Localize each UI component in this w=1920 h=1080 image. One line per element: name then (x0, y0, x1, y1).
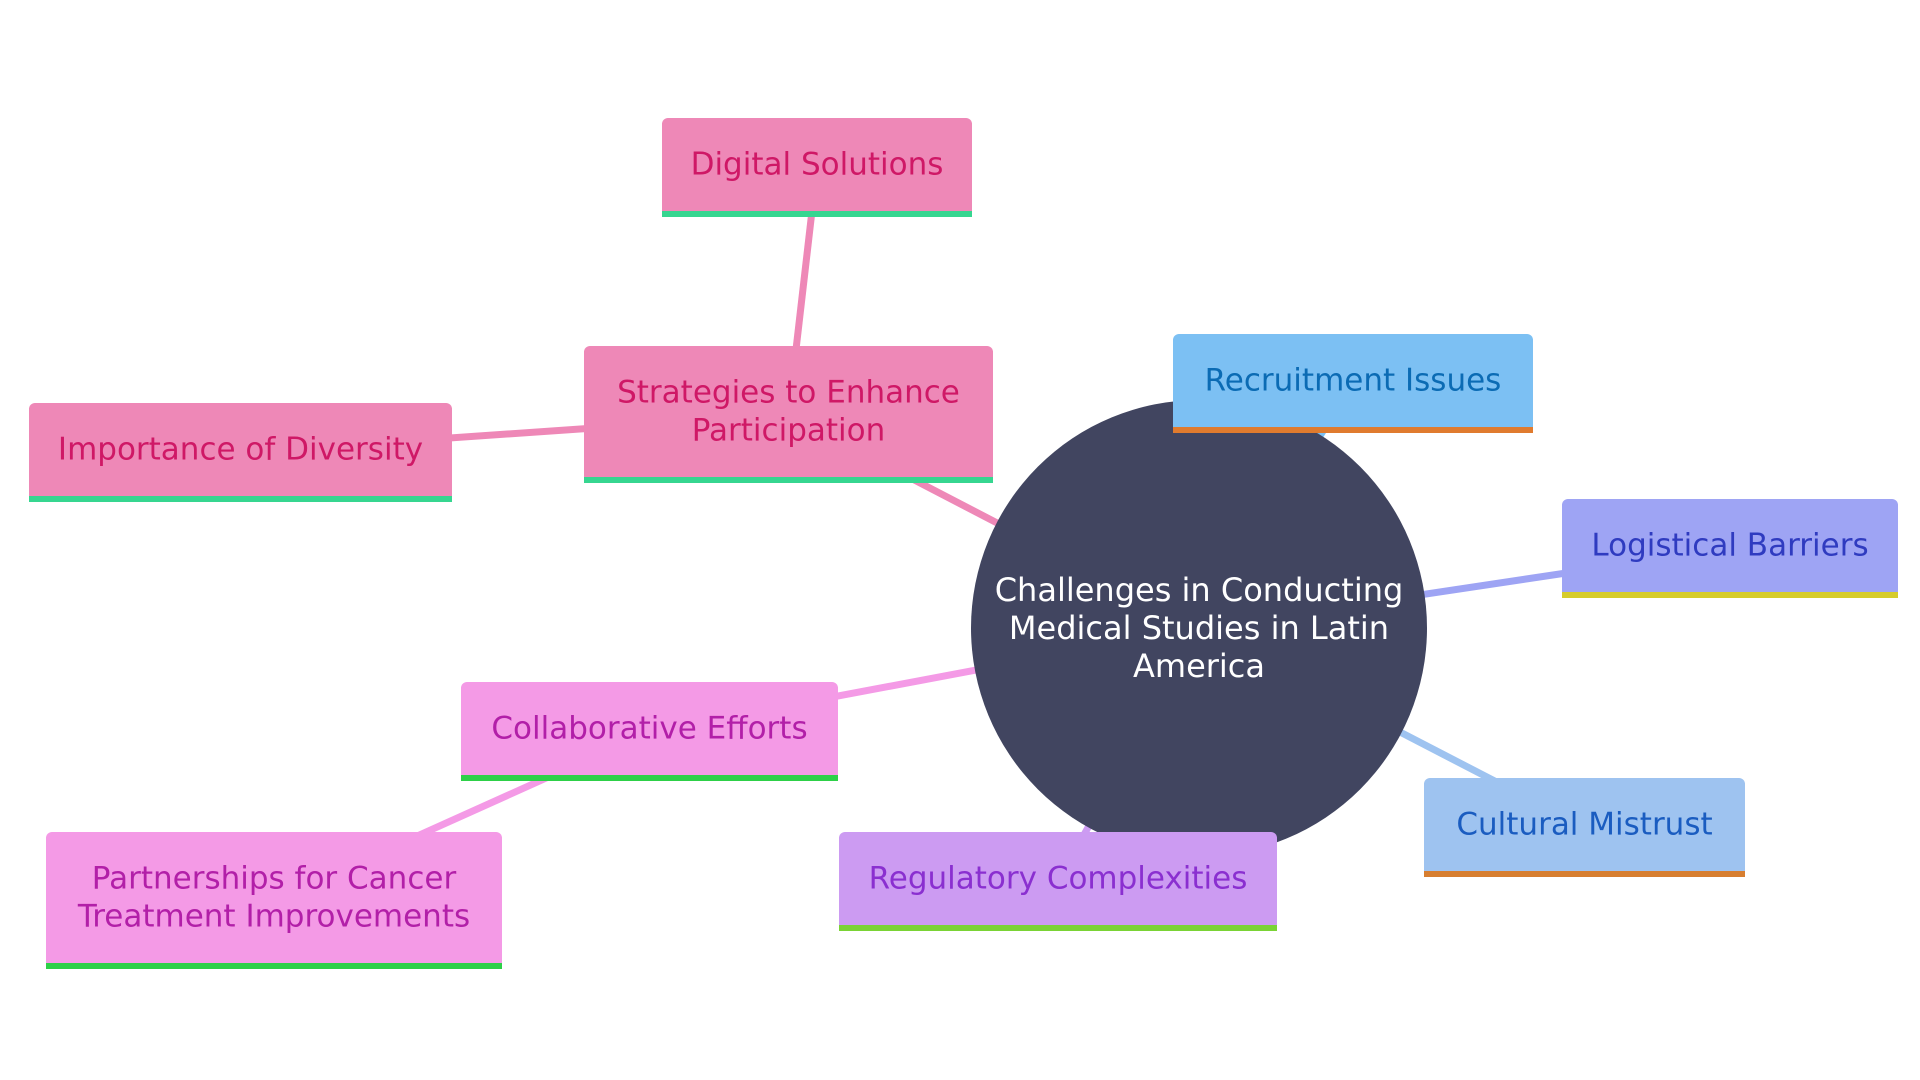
node-underline (839, 925, 1277, 931)
node-cultural-mistrust[interactable]: Cultural Mistrust (1424, 778, 1745, 877)
node-underline (662, 211, 972, 217)
node-importance-of-diversity[interactable]: Importance of Diversity (29, 403, 452, 502)
node-collaborative-efforts[interactable]: Collaborative Efforts (461, 682, 838, 781)
node-box (1424, 778, 1745, 877)
node-label-line: Importance of Diversity (58, 432, 423, 468)
node-label-line: Regulatory Complexities (869, 861, 1248, 897)
central-topic-label-line: Medical Studies in Latin (1009, 609, 1389, 647)
node-label-line: Logistical Barriers (1591, 528, 1868, 564)
node-box (29, 403, 452, 502)
node-underline (29, 496, 452, 502)
node-underline (1173, 427, 1533, 433)
node-label-line: Participation (692, 413, 886, 449)
node-label-line: Collaborative Efforts (491, 711, 807, 747)
node-underline (46, 963, 502, 969)
node-label-line: Recruitment Issues (1205, 363, 1502, 399)
node-logistical-barriers[interactable]: Logistical Barriers (1562, 499, 1898, 598)
central-topic-label-line: Challenges in Conducting (995, 571, 1404, 609)
node-label-line: Cultural Mistrust (1456, 807, 1712, 843)
node-label-line: Treatment Improvements (77, 899, 470, 935)
node-recruitment-issues[interactable]: Recruitment Issues (1173, 334, 1533, 433)
node-digital-solutions[interactable]: Digital Solutions (662, 118, 972, 217)
node-underline (461, 775, 838, 781)
node-label-line: Strategies to Enhance (617, 375, 960, 411)
node-underline (1424, 871, 1745, 877)
node-box (1562, 499, 1898, 598)
node-box (1173, 334, 1533, 433)
node-box (584, 346, 993, 483)
node-label-line: Partnerships for Cancer (92, 861, 457, 897)
node-box (839, 832, 1277, 931)
node-underline (1562, 592, 1898, 598)
node-regulatory-complexities[interactable]: Regulatory Complexities (839, 832, 1277, 931)
node-label-line: Digital Solutions (691, 147, 944, 183)
central-topic-circle (971, 400, 1427, 856)
node-box (461, 682, 838, 781)
central-topic-label-line: America (1133, 647, 1265, 685)
node-underline (584, 477, 993, 483)
node-box (662, 118, 972, 217)
node-box (46, 832, 502, 969)
